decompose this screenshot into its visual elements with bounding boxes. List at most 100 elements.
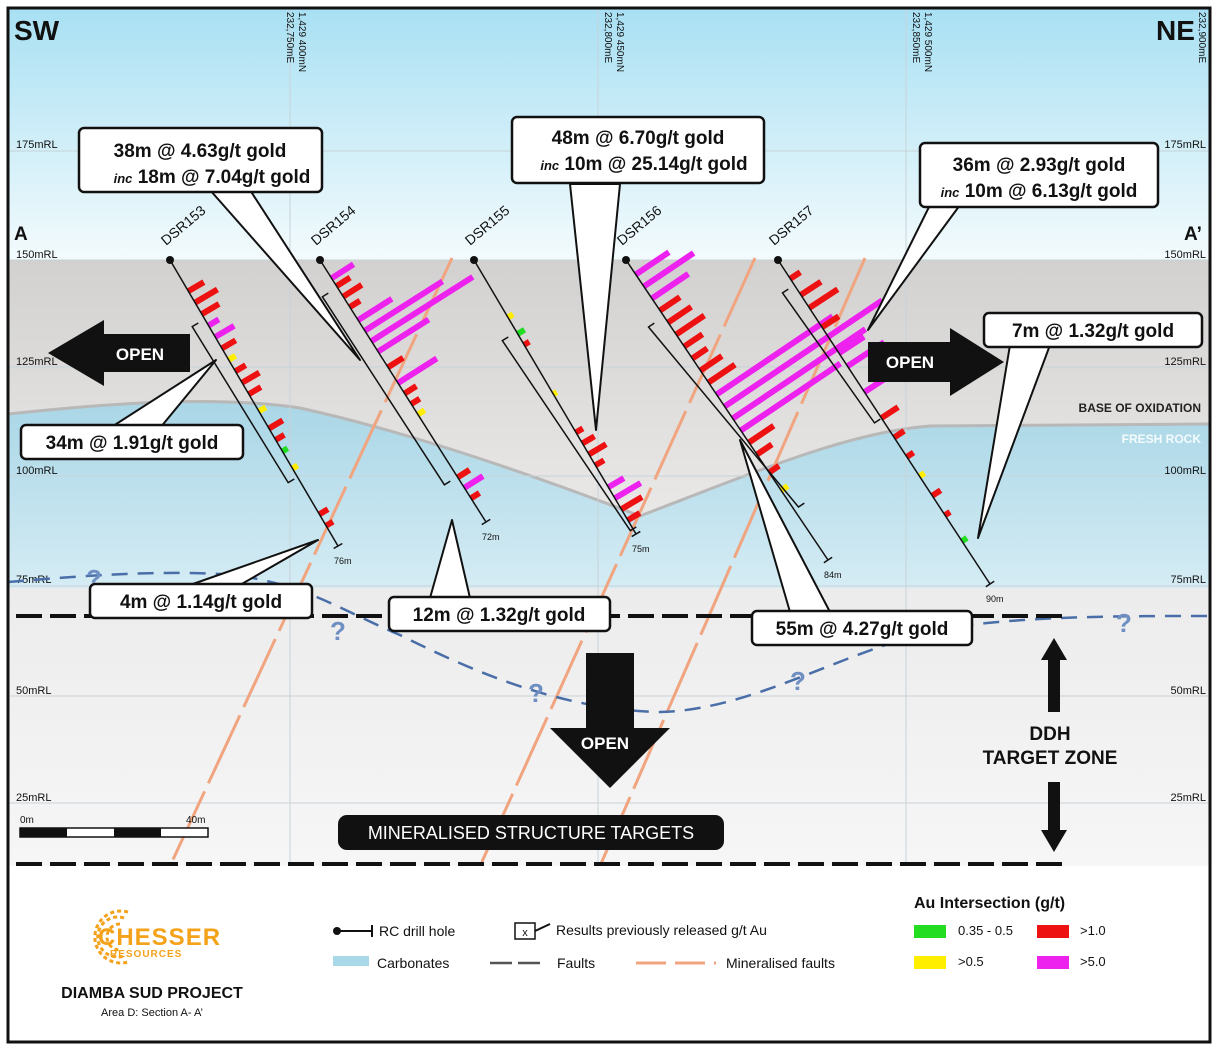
- callout-2-line1: 48m @ 6.70g/t gold: [552, 128, 725, 149]
- drill-hole-depth: 72m: [482, 532, 500, 542]
- callout-leaders: [109, 183, 1051, 613]
- legend-mineralised-faults: Mineralised faults: [636, 955, 835, 971]
- assay-bar: [807, 286, 840, 311]
- rl-label-175-left: 175mRL: [16, 139, 58, 151]
- assay-bar: [626, 510, 642, 523]
- assay-bar: [879, 404, 900, 421]
- fresh-rock-zone: [8, 401, 1210, 588]
- assay-bar: [396, 355, 439, 386]
- drill-trace: [319, 259, 487, 523]
- callout-5: 34m @ 1.91g/t gold: [19, 423, 245, 461]
- assay-bar: [731, 326, 868, 421]
- drill-end-tick: [823, 556, 833, 564]
- open-arrow-left: OPEN: [48, 320, 190, 386]
- legend-results-previous: x Results previously released g/t Au: [514, 922, 767, 940]
- svg-text:Results previously released g/: Results previously released g/t Au: [556, 922, 767, 938]
- assay-bar: [690, 345, 709, 361]
- assay-bar: [593, 457, 606, 468]
- assay-bar: [755, 441, 774, 457]
- callout-1-line2: inc 18m @ 7.04g/t gold: [114, 167, 311, 188]
- assay-bar: [247, 384, 263, 397]
- assay-bar: [892, 428, 906, 440]
- rl-label-150-left: 150mRL: [16, 249, 58, 261]
- callout-2: 48m @ 6.70g/t gold inc 10m @ 25.14g/t go…: [510, 115, 766, 185]
- assay-bar: [376, 317, 431, 355]
- results-bracket: [191, 322, 295, 484]
- open-arrow-down: OPEN: [550, 653, 670, 788]
- svg-text:>5.0: >5.0: [1080, 954, 1106, 969]
- project-title: DIAMBA SUD PROJECT: [61, 985, 243, 1002]
- callout-7: 12m @ 1.32g/t gold: [387, 595, 612, 633]
- assay-bar: [186, 279, 206, 294]
- fault-line: [7, 571, 1211, 714]
- mineralised-fault-1: [168, 257, 454, 867]
- scale-start: 0m: [20, 815, 34, 826]
- drill-hole-depth: 84m: [824, 570, 842, 580]
- grid-coordinate-labels: 1,429 400mN 232,750mE 1,429 450mN 232,80…: [284, 12, 1207, 72]
- legend-au-title: Au Intersection (g/t): [914, 895, 1065, 912]
- drill-hole-depth: 75m: [632, 544, 650, 554]
- results-bracket: [781, 288, 881, 424]
- assay-bar: [369, 274, 475, 344]
- assay-bar: [193, 286, 219, 306]
- assay-bar: [240, 370, 261, 386]
- rl-label-125-left: 125mRL: [16, 356, 58, 368]
- rl-labels-left: 175mRL 150mRL 125mRL 100mRL 75mRL 50mRL …: [16, 139, 58, 804]
- callout-8: 55m @ 4.27g/t gold: [750, 609, 974, 647]
- ddh-arrow-down: [1041, 782, 1067, 852]
- ddh-target-zone: DDH TARGET ZONE: [983, 638, 1118, 852]
- rl-label-50-right: 50mRL: [1171, 685, 1206, 697]
- legend-au-green: 0.35 - 0.5: [914, 923, 1013, 938]
- assay-bar: [788, 269, 802, 282]
- callout-1-line1: 38m @ 4.63g/t gold: [114, 141, 287, 162]
- grid-label-3b: 232,850mE: [910, 12, 921, 63]
- svg-text:0.35 - 0.5: 0.35 - 0.5: [958, 923, 1013, 938]
- assay-bar: [619, 494, 644, 512]
- logo-name: CHESSER: [98, 924, 221, 951]
- callout-4: 7m @ 1.32g/t gold: [982, 311, 1204, 349]
- assay-bar: [580, 433, 596, 446]
- drill-collar: [622, 256, 630, 264]
- drill-trace: [777, 259, 991, 585]
- section-a-label: A: [14, 224, 28, 245]
- base-of-oxidation-label: BASE OF OXIDATION: [1079, 401, 1201, 415]
- assay-bar: [714, 313, 835, 397]
- assay-bar: [747, 423, 776, 445]
- legend-au-red: >1.0: [1037, 923, 1106, 938]
- question-mark-5: ?: [1116, 608, 1132, 638]
- open-label-left: OPEN: [116, 345, 164, 364]
- legend-faults: Faults: [490, 955, 595, 971]
- grid-label-1b: 232,750mE: [284, 12, 295, 63]
- assay-bar: [356, 296, 394, 323]
- legend-au-magenta: >5.0: [1037, 954, 1106, 969]
- ddh-label-line2: TARGET ZONE: [983, 748, 1118, 769]
- callout-4-line1: 7m @ 1.32g/t gold: [1012, 321, 1174, 342]
- grid-label-2a: 1,429 450mN: [614, 12, 625, 72]
- results-bracket: [647, 322, 805, 508]
- assay-bar: [930, 487, 943, 499]
- section-subtitle: Area D: Section A- A’: [101, 1007, 203, 1019]
- assay-bar: [386, 355, 405, 370]
- drill-trace: [625, 259, 829, 561]
- grid-label-2b: 232,800mE: [602, 12, 613, 63]
- assay-bar: [682, 331, 705, 349]
- assay-bar: [642, 250, 696, 289]
- assay-bar: [213, 323, 236, 340]
- assay-bar: [698, 353, 724, 373]
- callout-7-line1: 12m @ 1.32g/t gold: [413, 605, 586, 626]
- rl-labels-right: 175mRL 150mRL 125mRL 100mRL 75mRL 50mRL …: [1164, 139, 1206, 804]
- section-a-prime-label: A’: [1184, 224, 1202, 245]
- assay-bar: [613, 480, 643, 501]
- assay-bar: [674, 313, 706, 337]
- svg-text:Carbonates: Carbonates: [377, 955, 449, 971]
- drill-collar: [774, 256, 782, 264]
- assay-bar: [587, 441, 608, 457]
- assay-bar: [330, 261, 356, 281]
- assay-bar: [739, 361, 842, 433]
- assay-bar: [334, 275, 352, 289]
- rl-label-125-right: 125mRL: [1164, 356, 1206, 368]
- ddh-arrow-up: [1041, 638, 1067, 712]
- open-arrow-right: OPEN: [868, 328, 1004, 396]
- grid-label-3a: 1,429 500mN: [922, 12, 933, 72]
